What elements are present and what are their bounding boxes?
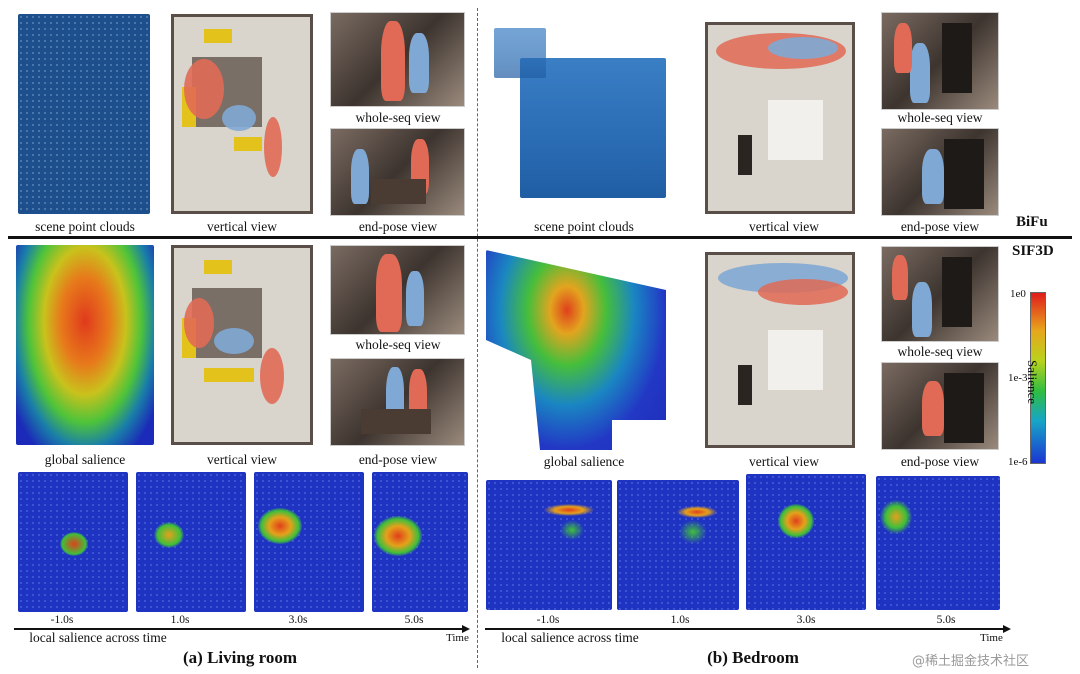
colorbar-tick-max: 1e0 — [1010, 288, 1026, 300]
living-time-axis-label: Time — [446, 632, 469, 644]
living-time-label-2: 1.0s — [170, 614, 190, 626]
colorbar-tick-min: 1e-6 — [1008, 456, 1028, 468]
bedroom-sif3d-label-end-pose: end-pose view — [900, 454, 980, 469]
bedroom-sif3d-global-salience — [486, 250, 666, 450]
living-caption: (a) Living room — [183, 648, 297, 667]
bedroom-sif3d-vertical-view — [705, 252, 855, 448]
living-bifu-whole-seq-view — [330, 12, 465, 107]
living-sif3d-end-pose-view — [330, 358, 465, 446]
bedroom-bifu-label-scene: scene point clouds — [534, 219, 634, 234]
salience-colorbar — [1030, 292, 1046, 464]
bedroom-bifu-label-whole-seq: whole-seq view — [897, 110, 983, 125]
living-bifu-vertical-view — [171, 14, 313, 214]
bedroom-time-axis-label: Time — [980, 632, 1003, 644]
living-sif3d-vertical-view — [171, 245, 313, 445]
colorbar-tick-mid: 1e-3 — [1008, 372, 1028, 384]
watermark: @稀土掘金技术社区 — [912, 654, 1030, 669]
bedroom-bifu-whole-seq-view — [881, 12, 999, 110]
living-local-salience-t2 — [136, 472, 246, 612]
living-sif3d-label-vertical: vertical view — [206, 452, 278, 467]
living-bifu-label-scene: scene point clouds — [35, 219, 135, 234]
living-local-salience-label: local salience across time — [29, 630, 167, 645]
bedroom-sif3d-label-vertical: vertical view — [748, 454, 820, 469]
room-divider — [477, 8, 478, 668]
bedroom-time-label-1: -1.0s — [536, 614, 560, 626]
bedroom-time-axis-line — [485, 628, 1005, 630]
bedroom-time-axis-arrow — [1003, 624, 1011, 633]
bedroom-time-label-3: 3.0s — [796, 614, 816, 626]
bedroom-sif3d-end-pose-view — [881, 362, 999, 450]
bedroom-local-salience-t4 — [876, 476, 1000, 610]
living-time-label-4: 5.0s — [404, 614, 424, 626]
bedroom-sif3d-label-global: global salience — [543, 454, 625, 469]
living-time-label-3: 3.0s — [288, 614, 308, 626]
bedroom-local-salience-t1 — [486, 480, 612, 610]
bedroom-time-label-4: 5.0s — [936, 614, 956, 626]
living-local-salience-t1 — [18, 472, 128, 612]
colorbar-title: Salience — [1025, 360, 1040, 405]
living-bifu-label-vertical: vertical view — [206, 219, 278, 234]
method-label-sif3d: SIF3D — [1012, 243, 1054, 259]
bedroom-caption: (b) Bedroom — [707, 648, 799, 667]
living-sif3d-global-salience — [16, 245, 154, 445]
living-local-salience-t4 — [372, 472, 468, 612]
living-sif3d-whole-seq-view — [330, 245, 465, 335]
method-label-bifu: BiFu — [1016, 214, 1048, 230]
living-bifu-end-pose-view — [330, 128, 465, 216]
bedroom-local-salience-label: local salience across time — [501, 630, 639, 645]
bedroom-bifu-scene-fringe — [494, 28, 546, 78]
living-bifu-scene-point-cloud — [18, 14, 150, 214]
bedroom-time-label-2: 1.0s — [670, 614, 690, 626]
living-local-salience-t3 — [254, 472, 364, 612]
living-time-axis-line — [14, 628, 464, 630]
bedroom-bifu-label-vertical: vertical view — [748, 219, 820, 234]
bedroom-bifu-vertical-view — [705, 22, 855, 214]
bedroom-sif3d-label-whole-seq: whole-seq view — [897, 344, 983, 359]
living-bifu-label-whole-seq: whole-seq view — [355, 110, 441, 125]
living-sif3d-label-end-pose: end-pose view — [358, 452, 438, 467]
bedroom-sif3d-whole-seq-view — [881, 246, 999, 342]
bedroom-local-salience-t3 — [746, 474, 866, 610]
living-time-axis-arrow — [462, 624, 470, 633]
living-time-label-1: -1.0s — [50, 614, 74, 626]
living-bifu-label-end-pose: end-pose view — [358, 219, 438, 234]
bedroom-bifu-end-pose-view — [881, 128, 999, 216]
living-sif3d-label-global: global salience — [44, 452, 126, 467]
bedroom-bifu-label-end-pose: end-pose view — [900, 219, 980, 234]
living-sif3d-label-whole-seq: whole-seq view — [355, 337, 441, 352]
method-divider — [8, 236, 1072, 239]
bedroom-bifu-scene-point-cloud — [520, 58, 666, 198]
bedroom-local-salience-t2 — [617, 480, 739, 610]
